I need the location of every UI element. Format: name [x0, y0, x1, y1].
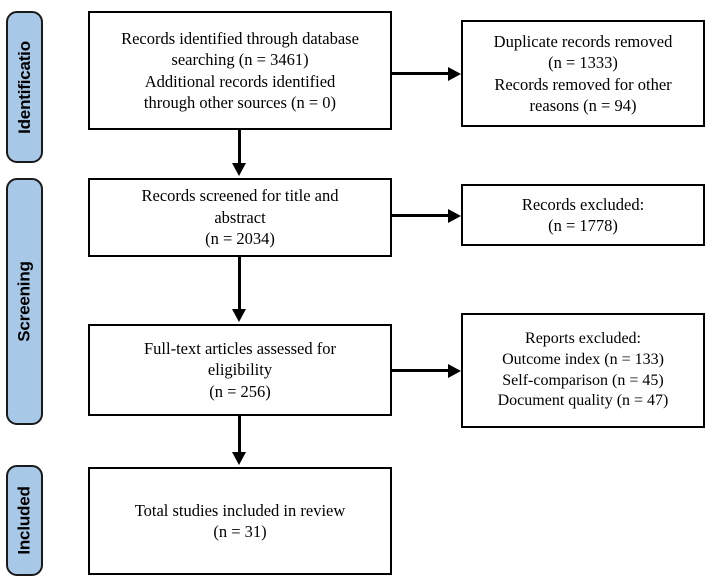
- box-line: abstract: [214, 207, 266, 227]
- box-line: Records screened for title and: [141, 186, 339, 206]
- box-line: reasons (n = 94): [529, 95, 637, 115]
- box-line: (n = 31): [213, 522, 267, 541]
- box-line: (n = 2034): [205, 229, 275, 249]
- box-line: Self-comparison (n = 45): [502, 371, 664, 389]
- box-line: (n = 256): [209, 381, 271, 401]
- box-line: Duplicate records removed: [493, 31, 673, 51]
- box-line: Additional records identified: [144, 71, 336, 91]
- box-line: eligibility: [207, 360, 273, 380]
- phase-pill-identification: Identificatio: [6, 11, 43, 163]
- box-records-excluded: Records excluded: (n = 1778): [461, 184, 705, 246]
- box-line: Reports excluded:: [525, 329, 641, 347]
- phase-label-included: Included: [15, 486, 35, 555]
- box-line: Records removed for other: [494, 74, 672, 94]
- phase-label-identification: Identificatio: [15, 40, 35, 134]
- box-line: (n = 1333): [548, 53, 618, 73]
- arrow-right-icon: [448, 209, 461, 223]
- connector-screened-to-fulltext: [238, 257, 241, 311]
- box-line: searching (n = 3461): [171, 50, 309, 70]
- box-total-studies-included: Total studies included in review (n = 31…: [88, 467, 392, 575]
- arrow-down-icon: [232, 309, 246, 322]
- box-line: Outcome index (n = 133): [502, 350, 664, 368]
- arrow-right-icon: [448, 364, 461, 378]
- connector-fulltext-to-reports-excluded: [392, 369, 452, 372]
- box-line: through other sources (n = 0): [143, 92, 337, 112]
- connector-identified-to-duplicates: [392, 72, 452, 75]
- box-line: Document quality (n = 47): [497, 392, 669, 410]
- phase-pill-screening: Screening: [6, 178, 43, 425]
- arrow-down-icon: [232, 452, 246, 465]
- connector-screened-to-excluded: [392, 214, 452, 217]
- phase-pill-included: Included: [6, 465, 43, 576]
- phase-label-screening: Screening: [15, 261, 34, 342]
- box-line: Total studies included in review: [134, 500, 346, 520]
- box-line: (n = 1778): [548, 216, 618, 235]
- box-fulltext-assessed: Full-text articles assessed for eligibil…: [88, 324, 392, 416]
- box-reports-excluded: Reports excluded: Outcome index (n = 133…: [461, 313, 705, 428]
- connector-fulltext-to-included: [238, 416, 241, 455]
- arrow-right-icon: [448, 67, 461, 81]
- box-duplicate-records-removed: Duplicate records removed (n = 1333) Rec…: [461, 20, 705, 127]
- box-records-screened: Records screened for title and abstract …: [88, 178, 392, 257]
- arrow-down-icon: [232, 163, 246, 176]
- box-line: Records identified through database: [121, 28, 359, 48]
- box-line: Records excluded:: [521, 194, 645, 214]
- box-records-identified: Records identified through database sear…: [88, 11, 392, 130]
- box-line: Full-text articles assessed for: [144, 338, 336, 358]
- connector-identified-to-screened: [238, 130, 241, 166]
